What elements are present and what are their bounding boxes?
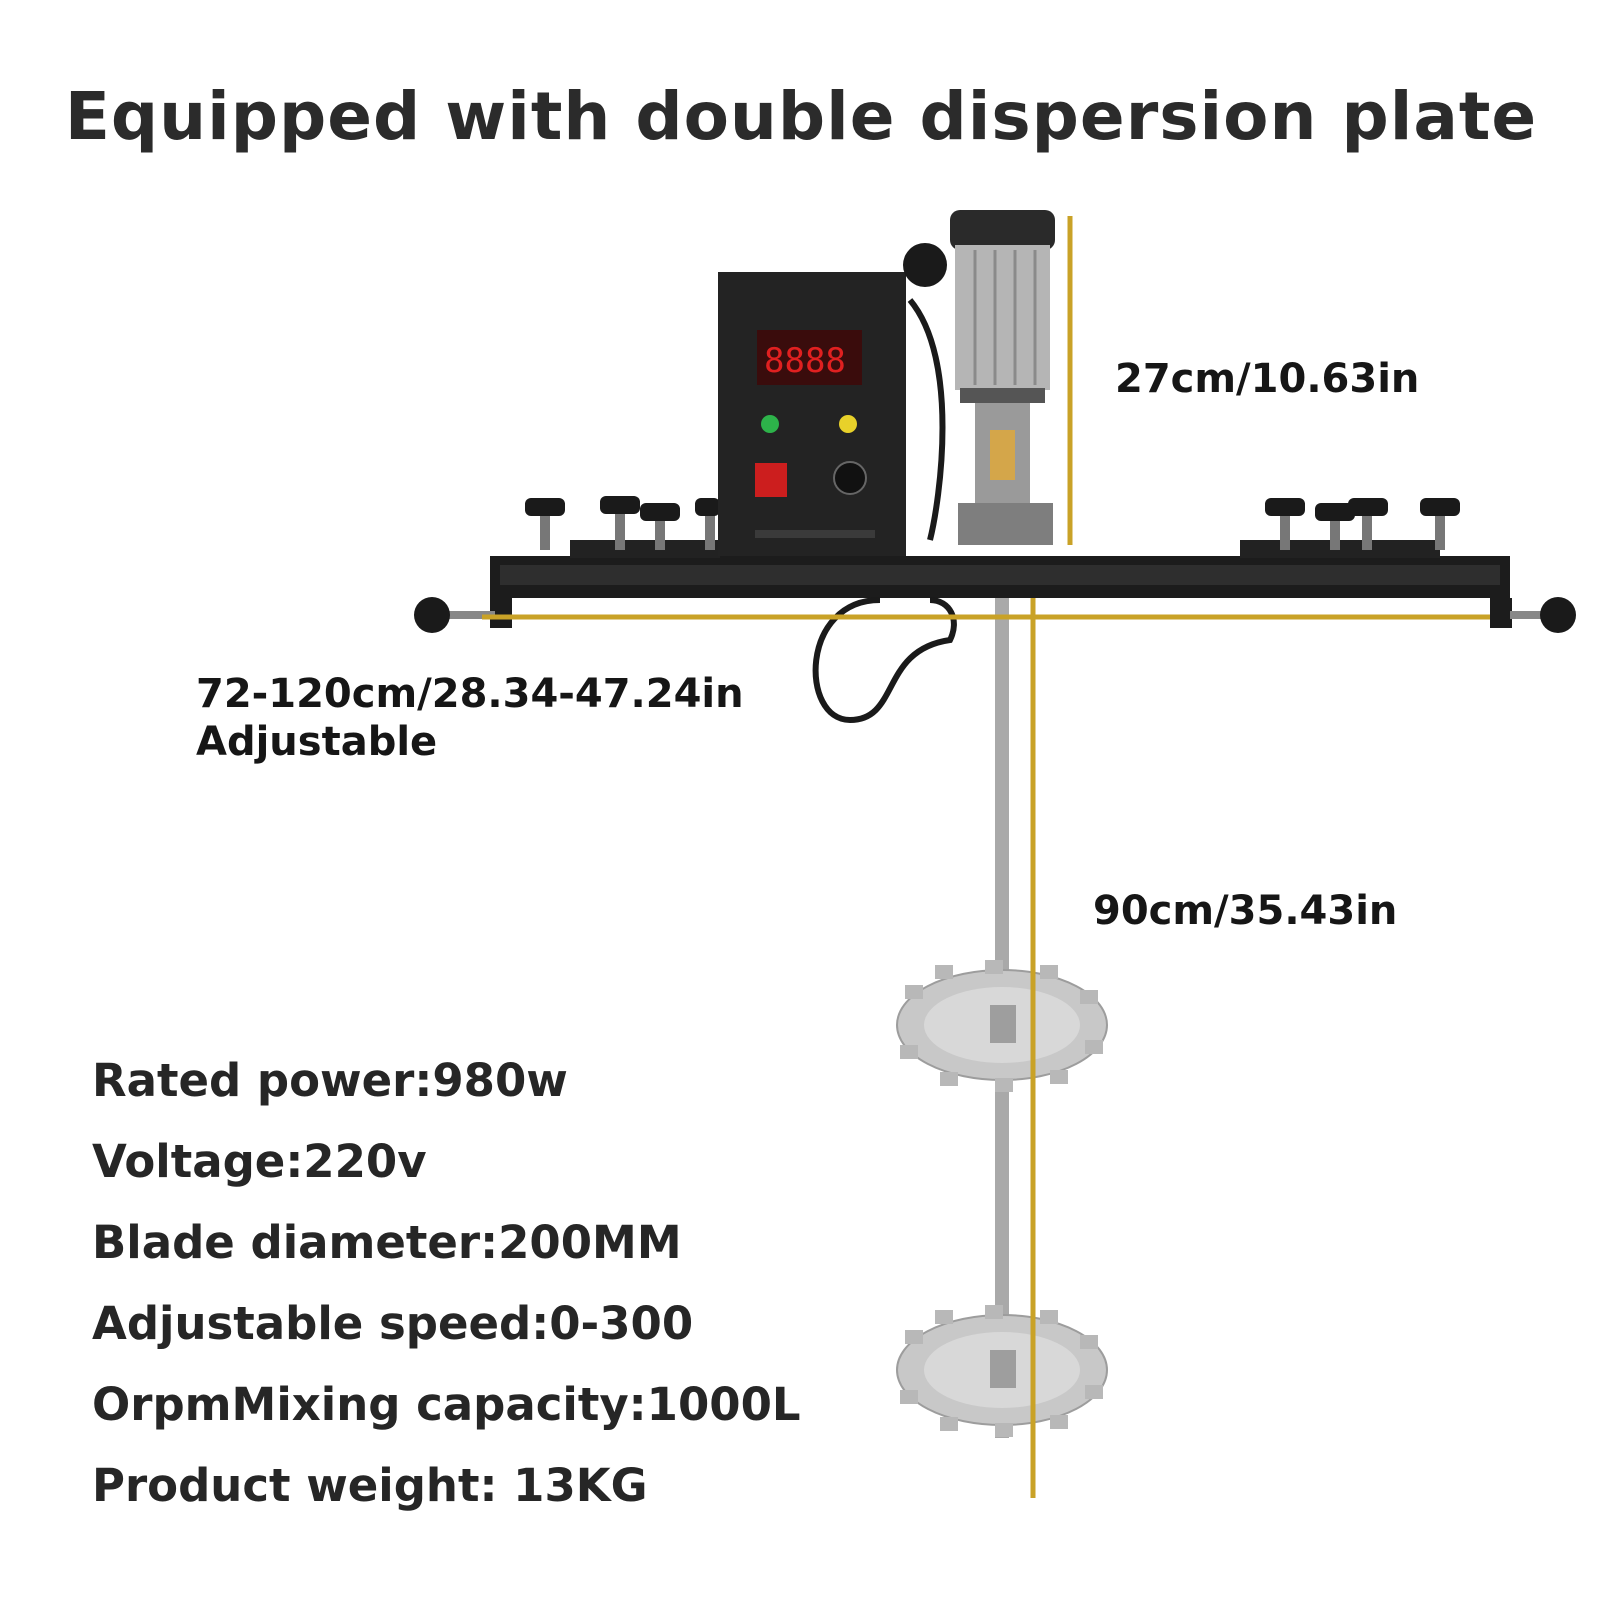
frame-width-note: Adjustable: [196, 719, 438, 765]
spec-rated-power: Rated power:980w: [92, 1054, 568, 1107]
page-title: Equipped with double dispersion plate: [64, 78, 1538, 155]
spec-blade-diameter: Blade diameter:200MM: [92, 1216, 682, 1269]
control-box: 8888: [718, 272, 906, 556]
power-cable: [812, 597, 957, 724]
spec-list: Rated power:980w Voltage:220v Blade diam…: [92, 1040, 801, 1526]
motor-height-label: 27cm/10.63in: [1115, 356, 1420, 402]
clamp-knobs: [525, 496, 1460, 550]
spec-product-weight: Product weight: 13KG: [92, 1459, 648, 1512]
measurement-lines: [482, 216, 1490, 1498]
motor: [903, 210, 1055, 545]
shaft-length-label: 90cm/35.43in: [1093, 888, 1398, 934]
upper-dispersion-plate: [896, 960, 1108, 1092]
svg-text:8888: 8888: [764, 341, 846, 381]
lower-dispersion-plate: [896, 1305, 1108, 1437]
spec-voltage: Voltage:220v: [92, 1135, 427, 1188]
spec-mixing-capacity: OrpmMixing capacity:1000L: [92, 1378, 801, 1431]
spec-adjustable-speed: Adjustable speed:0-300: [92, 1297, 694, 1350]
frame-width-label: 72-120cm/28.34-47.24in: [196, 671, 744, 717]
